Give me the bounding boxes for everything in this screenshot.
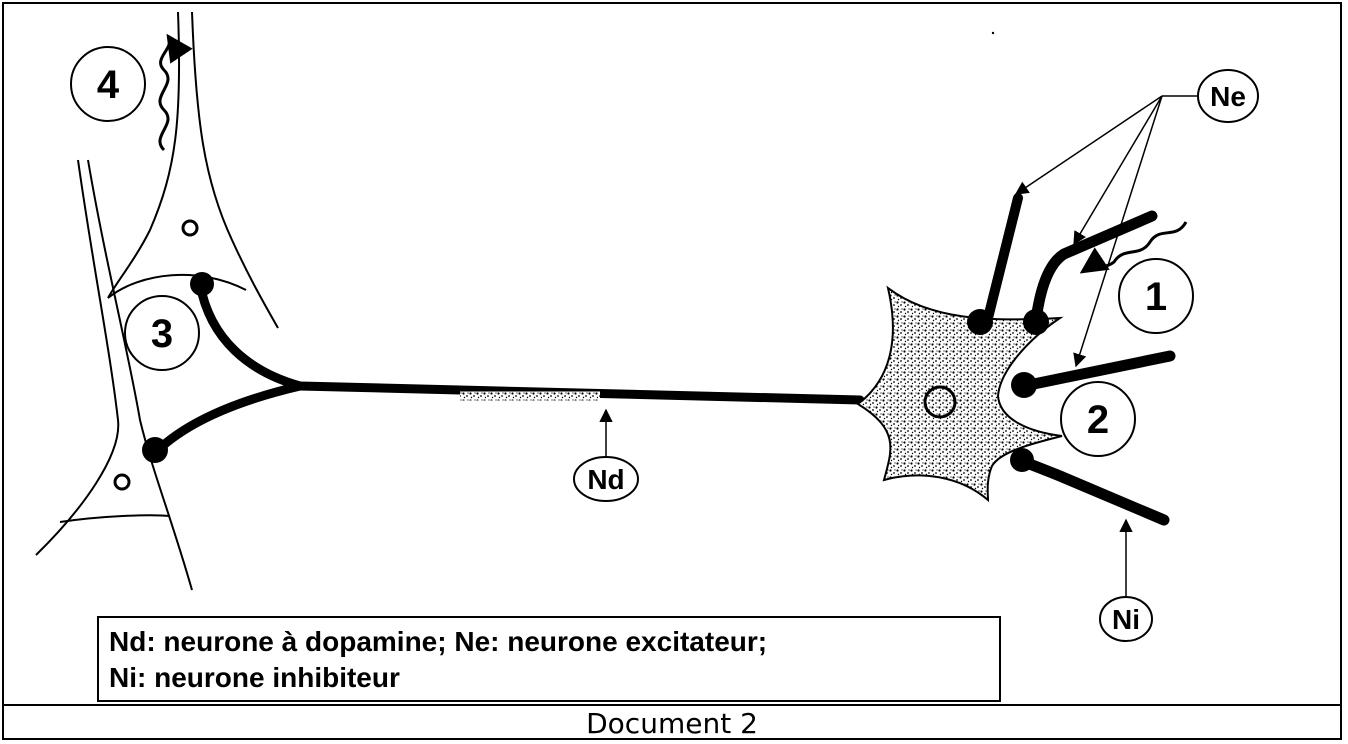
excitatory-terminal-1 xyxy=(967,309,993,335)
document-caption: Document 2 xyxy=(2,707,1342,741)
lower-neuron-nucleus xyxy=(115,475,129,489)
label-nd: Nd xyxy=(574,457,638,501)
label-ni: Ni xyxy=(1100,597,1152,641)
label-ni-text: Ni xyxy=(1112,604,1140,635)
marker-2: 2 xyxy=(1061,382,1135,456)
legend-line-1: Nd: neurone à dopamine; Ne: neurone exci… xyxy=(109,624,989,660)
upper-neuron-nucleus xyxy=(183,221,197,235)
synapse-terminal-upper xyxy=(190,272,214,296)
marker-3: 3 xyxy=(125,296,199,370)
legend-box: Nd: neurone à dopamine; Ne: neurone exci… xyxy=(97,616,1001,702)
scan-dot xyxy=(992,32,994,34)
label-ne-text: Ne xyxy=(1210,81,1246,112)
synapse-terminal-lower xyxy=(142,437,168,463)
label-ne: Ne xyxy=(1198,70,1258,122)
marker-3-label: 3 xyxy=(151,312,173,356)
inhibitory-terminal xyxy=(1010,448,1034,472)
inhibitory-axon xyxy=(1024,462,1164,520)
marker-4: 4 xyxy=(71,47,145,121)
legend-line-2: Ni: neurone inhibiteur xyxy=(109,660,989,696)
label-nd-text: Nd xyxy=(587,464,624,495)
marker-1-label: 1 xyxy=(1145,275,1167,319)
marker-2-label: 2 xyxy=(1087,398,1109,442)
dopamine-neuron-axon xyxy=(158,284,860,450)
lower-postsynaptic-neuron xyxy=(36,160,192,590)
marker-1: 1 xyxy=(1119,259,1193,333)
excitatory-terminal-3 xyxy=(1011,372,1037,398)
excitatory-terminal-2 xyxy=(1023,309,1049,335)
marker-4-label: 4 xyxy=(97,63,120,107)
outgoing-message-arrow xyxy=(160,36,170,150)
